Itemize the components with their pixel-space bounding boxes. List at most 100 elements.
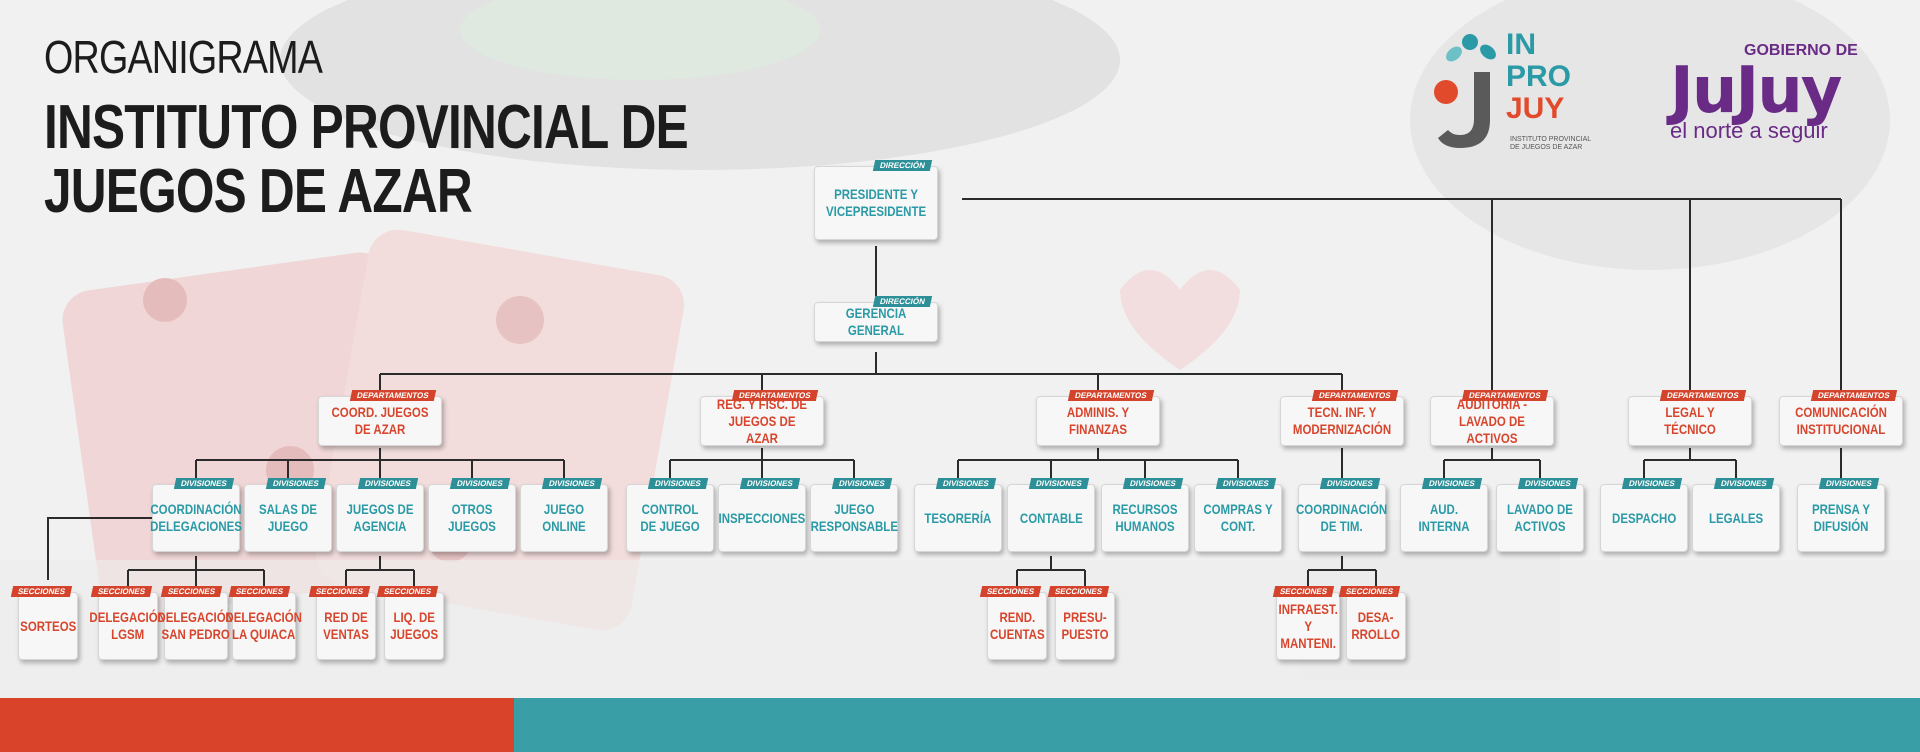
node-label: TESORERÍA	[924, 509, 992, 526]
node-auditoria-lavado[interactable]: DEPARTAMENTOS AUDITORIA - LAVADO DE ACTI…	[1430, 390, 1554, 446]
node-legal-y-tecnico[interactable]: DEPARTAMENTOS LEGAL Y TÉCNICO	[1628, 390, 1752, 446]
footer-stripe-red	[0, 698, 514, 752]
node-label: COORDINACIÓN DE TIM.	[1296, 501, 1388, 534]
node-label: COMUNICACIÓN INSTITUCIONAL	[1795, 404, 1887, 437]
node-tag: DIVISIONES	[542, 478, 603, 489]
node-label: LIQ. DE JUEGOS	[390, 609, 438, 642]
node-label: PRESIDENTE Y VICEPRESIDENTE	[825, 186, 927, 219]
node-compras-y-cont[interactable]: DIVISIONES COMPRAS Y CONT.	[1194, 478, 1282, 552]
node-prensa-y-difusion[interactable]: DIVISIONES PRENSA Y DIFUSIÓN	[1797, 478, 1885, 552]
inprojuy-logo-mark	[1434, 34, 1496, 148]
node-comunicacion-institucional[interactable]: DEPARTAMENTOS COMUNICACIÓN INSTITUCIONAL	[1779, 390, 1903, 446]
node-legales[interactable]: DIVISIONES LEGALES	[1692, 478, 1780, 552]
node-lavado-de-activos[interactable]: DIVISIONES LAVADO DE ACTIVOS	[1496, 478, 1584, 552]
node-label: PRENSA Y DIFUSIÓN	[1811, 501, 1871, 534]
gobierno-jujuy-logo: GOBIERNO DE JuJuy el norte a seguir	[1660, 38, 1890, 148]
node-presidente[interactable]: DIRECCIÓN PRESIDENTE Y VICEPRESIDENTE	[814, 160, 938, 240]
node-adminis-y-finanzas[interactable]: DEPARTAMENTOS ADMINIS. Y FINANZAS	[1036, 390, 1160, 446]
node-salas-de-juego[interactable]: DIVISIONES SALAS DE JUEGO	[244, 478, 332, 552]
node-liq-de-juegos[interactable]: SECCIONES LIQ. DE JUEGOS	[376, 586, 444, 660]
node-tag: DIVISIONES	[1714, 478, 1775, 489]
node-tecn-inf-y-modernizacion[interactable]: DEPARTAMENTOS TECN. INF. Y MODERNIZACIÓN	[1280, 390, 1404, 446]
jujuy-wordmark: JuJuy	[1670, 54, 1842, 128]
logo-line-pro: PRO	[1506, 60, 1572, 93]
node-label: INSPECCIONES	[718, 509, 806, 526]
node-tag: DEPARTAMENTOS	[1068, 390, 1155, 401]
node-gerencia-general[interactable]: DIRECCIÓN GERENCIA GENERAL	[814, 296, 938, 342]
node-tag: DEPARTAMENTOS	[1312, 390, 1399, 401]
node-delegacion-la-quiaca[interactable]: SECCIONES DELEGACIÓN LA QUIACA	[226, 586, 302, 660]
node-reg-y-fisc[interactable]: DEPARTAMENTOS REG. Y FISC. DE JUEGOS DE …	[700, 390, 824, 446]
node-presupuesto[interactable]: SECCIONES PRESU-PUESTO	[1047, 586, 1115, 660]
node-inspecciones[interactable]: DIVISIONES INSPECCIONES	[718, 478, 806, 552]
node-recursos-humanos[interactable]: DIVISIONES RECURSOS HUMANOS	[1101, 478, 1189, 552]
node-label: REG. Y FISC. DE JUEGOS DE AZAR	[716, 395, 808, 446]
node-infraest-y-manteni[interactable]: SECCIONES INFRAEST. Y MANTENI.	[1272, 586, 1340, 660]
node-delegacion-san-pedro[interactable]: SECCIONES DELEGACIÓN SAN PEDRO	[158, 586, 234, 660]
node-tag: DEPARTAMENTOS	[350, 390, 437, 401]
node-desarrollo[interactable]: SECCIONES DESA-RROLLO	[1338, 586, 1406, 660]
node-tag: DIVISIONES	[740, 478, 801, 489]
node-tag: DIVISIONES	[832, 478, 893, 489]
node-label: REND. CUENTAS	[989, 609, 1045, 642]
node-label: CONTROL DE JUEGO	[640, 501, 700, 534]
node-tag: DIVISIONES	[1123, 478, 1184, 489]
node-label: LAVADO DE ACTIVOS	[1507, 501, 1573, 534]
node-despacho[interactable]: DIVISIONES DESPACHO	[1600, 478, 1688, 552]
page-title: INSTITUTO PROVINCIAL DE JUEGOS DE AZAR	[44, 93, 689, 226]
node-label: CONTABLE	[1019, 509, 1083, 526]
node-tag: DIVISIONES	[1422, 478, 1483, 489]
node-label: OTROS JUEGOS	[448, 501, 496, 534]
node-label: GERENCIA GENERAL	[845, 305, 907, 338]
gobierno-label: GOBIERNO DE	[1744, 42, 1858, 59]
node-tag: DEPARTAMENTOS	[1660, 390, 1747, 401]
node-otros-juegos[interactable]: DIVISIONES OTROS JUEGOS	[428, 478, 516, 552]
node-label: ADMINIS. Y FINANZAS	[1066, 404, 1130, 437]
node-label: SALAS DE JUEGO	[258, 501, 318, 534]
node-label: JUEGO RESPONSABLE	[810, 501, 898, 534]
node-juego-responsable[interactable]: DIVISIONES JUEGO RESPONSABLE	[810, 478, 898, 552]
node-control-de-juego[interactable]: DIVISIONES CONTROL DE JUEGO	[626, 478, 714, 552]
node-label: AUD. INTERNA	[1418, 501, 1470, 534]
node-label: RECURSOS HUMANOS	[1112, 501, 1178, 534]
node-tag: SECCIONES	[376, 586, 439, 597]
node-tag: SECCIONES	[10, 586, 73, 597]
node-label: LEGALES	[1708, 509, 1764, 526]
node-tag: DIVISIONES	[1622, 478, 1683, 489]
node-delegacion-lgsm[interactable]: SECCIONES DELEGACIÓN LGSM	[90, 586, 166, 660]
node-label: DELEGACIÓN LA QUIACA	[225, 609, 303, 642]
node-label: COORD. JUEGOS DE AZAR	[331, 404, 429, 437]
node-tag: SECCIONES	[308, 586, 371, 597]
node-juegos-de-agencia[interactable]: DIVISIONES JUEGOS DE AGENCIA	[336, 478, 424, 552]
node-tag: SECCIONES	[1272, 586, 1335, 597]
node-tag: DIVISIONES	[174, 478, 235, 489]
node-rend-cuentas[interactable]: SECCIONES REND. CUENTAS	[979, 586, 1047, 660]
node-label: JUEGO ONLINE	[542, 501, 586, 534]
node-juego-online[interactable]: DIVISIONES JUEGO ONLINE	[520, 478, 608, 552]
node-tag: DEPARTAMENTOS	[1811, 390, 1898, 401]
node-label: COMPRAS Y CONT.	[1203, 501, 1273, 534]
node-contable[interactable]: DIVISIONES CONTABLE	[1007, 478, 1095, 552]
node-coordinacion-de-tim[interactable]: DIVISIONES COORDINACIÓN DE TIM.	[1296, 478, 1388, 552]
node-tesoreria[interactable]: DIVISIONES TESORERÍA	[914, 478, 1002, 552]
node-tag: DIVISIONES	[1819, 478, 1880, 489]
node-label: INFRAEST. Y MANTENI.	[1278, 600, 1338, 651]
node-tag: DIVISIONES	[648, 478, 709, 489]
node-coordinacion-delegaciones[interactable]: DIVISIONES COORDINACIÓN DELEGACIONES	[150, 478, 242, 552]
node-tag: DIVISIONES	[1518, 478, 1579, 489]
node-tag: DIVISIONES	[266, 478, 327, 489]
node-tag: SECCIONES	[90, 586, 153, 597]
node-red-de-ventas[interactable]: SECCIONES RED DE VENTAS	[308, 586, 376, 660]
node-coord-juegos-de-azar[interactable]: DEPARTAMENTOS COORD. JUEGOS DE AZAR	[318, 390, 442, 446]
node-label: JUEGOS DE AGENCIA	[346, 501, 414, 534]
node-aud-interna[interactable]: DIVISIONES AUD. INTERNA	[1400, 478, 1488, 552]
node-sorteos[interactable]: SECCIONES SORTEOS	[10, 586, 78, 660]
node-tag: DIRECCIÓN	[872, 160, 933, 171]
node-label: DELEGACIÓN LGSM	[89, 609, 167, 642]
node-tag: SECCIONES	[979, 586, 1042, 597]
logo-line-in: IN	[1506, 28, 1536, 61]
inprojuy-logo: IN PRO JUY INSTITUTO PROVINCIAL DE JUEGO…	[1430, 28, 1591, 160]
node-tag: DIVISIONES	[450, 478, 511, 489]
node-tag: DIVISIONES	[936, 478, 997, 489]
